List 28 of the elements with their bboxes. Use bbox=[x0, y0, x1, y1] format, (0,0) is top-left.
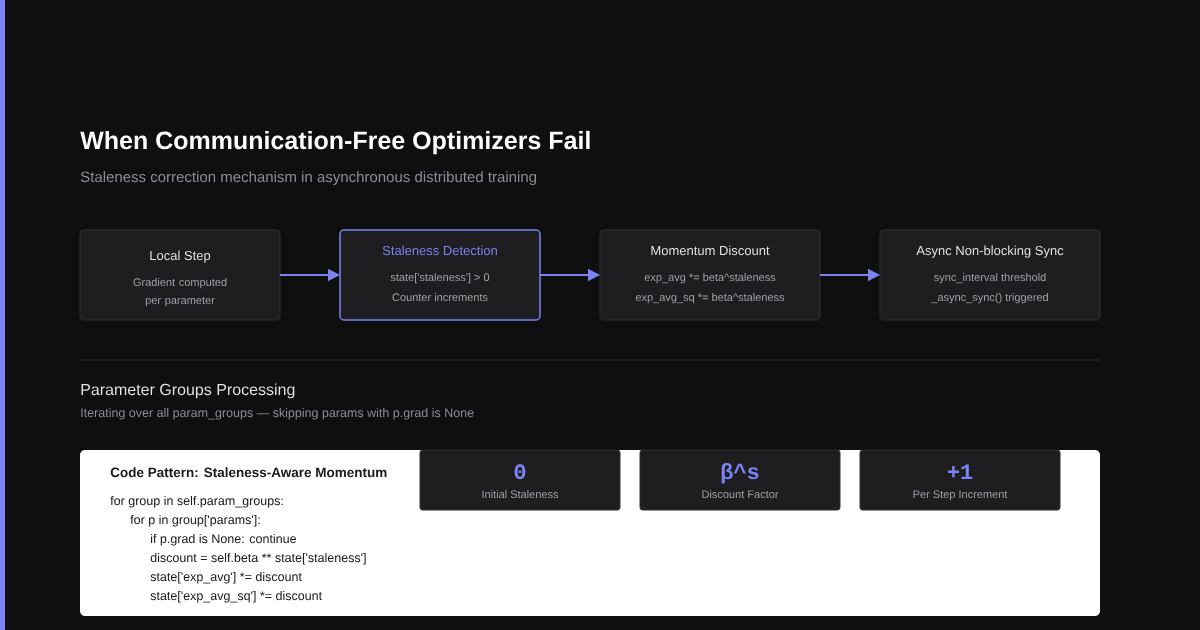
box-text: sync_interval threshold bbox=[934, 273, 1046, 284]
box-title: Local Step bbox=[150, 250, 211, 263]
box-text: Counter increments bbox=[392, 293, 488, 302]
box-text: Gradient computed per parameter bbox=[133, 278, 227, 307]
box-text: exp_avg_sq *= beta^staleness bbox=[635, 293, 785, 304]
code-line: discount = self.beta ** state['staleness'] bbox=[150, 552, 366, 565]
code-line: for p in group['params']: bbox=[130, 514, 260, 527]
box-text: exp_avg *= beta^staleness bbox=[644, 273, 776, 284]
stat-value: 0 bbox=[514, 464, 526, 480]
section-heading: Parameter Groups Processing bbox=[81, 383, 295, 399]
title: When Communication-Free Optimizers Fail bbox=[80, 130, 590, 155]
box-title: Async Non-blocking Sync bbox=[916, 245, 1064, 258]
stat-label: Per Step Increment bbox=[913, 490, 1008, 501]
box-text: _async_sync() triggered bbox=[931, 293, 1048, 304]
code-line: for group in self.param_groups: bbox=[110, 495, 283, 508]
stat-value: β^s bbox=[721, 463, 759, 484]
box-title: Staleness Detection bbox=[382, 245, 497, 256]
code-line: state['exp_avg'] *= discount bbox=[150, 571, 302, 584]
code-line: state['exp_avg_sq'] *= discount bbox=[150, 590, 322, 603]
stat-value: +1 bbox=[947, 464, 973, 479]
stat-label: Initial Staleness bbox=[482, 490, 559, 499]
subtitle: Staleness correction mechanism in asynchronous distributed training bbox=[80, 171, 537, 186]
code-line: if p.grad is None: continue bbox=[151, 533, 296, 546]
stat-label: Discount Factor bbox=[702, 490, 779, 499]
box-text: state['staleness'] > 0 bbox=[390, 273, 490, 284]
description-text: Iterating over all param_groups — skipping params with p.grad is None bbox=[81, 407, 474, 420]
box-title: Momentum Discount bbox=[651, 245, 770, 256]
code-heading: Code Pattern: Staleness-Aware Momentum bbox=[110, 467, 387, 478]
